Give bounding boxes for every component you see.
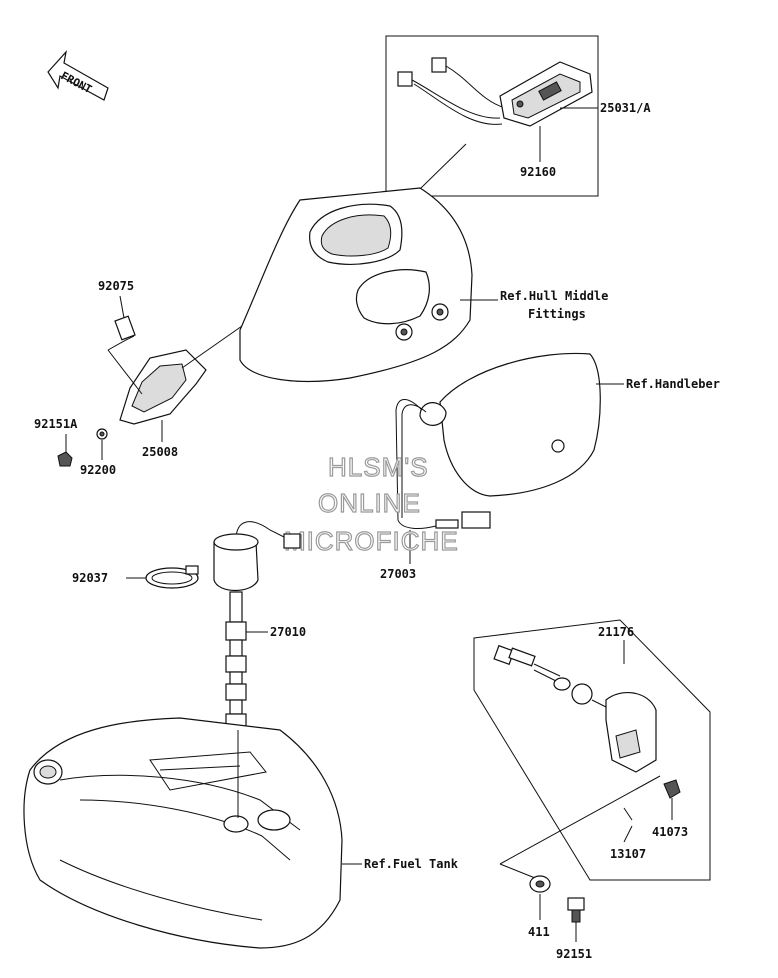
part-411: 411 bbox=[528, 925, 550, 939]
part-41073: 41073 bbox=[652, 825, 688, 839]
part-13107: 13107 bbox=[610, 847, 646, 861]
handlebar-pad: Ref.Handleber bbox=[439, 352, 720, 497]
meter-assembly: 25031/A 92160 bbox=[385, 35, 651, 197]
bolt-92151: 92151 bbox=[556, 897, 592, 961]
ref-hull-line2: Fittings bbox=[528, 307, 586, 321]
part-92160: 92160 bbox=[520, 165, 556, 179]
part-27003: 27003 bbox=[380, 567, 416, 581]
ref-handlebar: Ref.Handleber bbox=[626, 377, 720, 391]
washer-411: 411 bbox=[528, 875, 551, 939]
part-25008: 25008 bbox=[142, 445, 178, 459]
watermark: HLSM'S ONLINE MICROFICHE bbox=[283, 451, 459, 556]
part-92037: 92037 bbox=[72, 571, 108, 585]
part-92151: 92151 bbox=[556, 947, 592, 961]
part-92200: 92200 bbox=[80, 463, 116, 477]
ref-hull-line1: Ref.Hull Middle bbox=[500, 289, 608, 303]
bracket-assembly: 92075 92200 92151A 25008 bbox=[34, 279, 243, 477]
part-92151A: 92151A bbox=[34, 417, 78, 431]
front-arrow-icon: FRONT bbox=[47, 50, 109, 101]
part-21176: 21176 bbox=[598, 625, 634, 639]
part-25031: 25031/A bbox=[600, 101, 651, 115]
ref-fuel-tank: Ref.Fuel Tank bbox=[364, 857, 459, 871]
watermark-line-2: ONLINE bbox=[318, 488, 421, 518]
throttle-assembly: 21176 41073 13107 bbox=[473, 619, 711, 881]
watermark-line-1: HLSM'S bbox=[328, 452, 429, 482]
hose-clamp: 92037 bbox=[72, 565, 199, 589]
sensor-27003: 27003 bbox=[380, 399, 491, 581]
hull-middle-fittings: Ref.Hull Middle Fittings bbox=[239, 187, 608, 382]
part-27010: 27010 bbox=[270, 625, 306, 639]
part-92075: 92075 bbox=[98, 279, 134, 293]
watermark-line-3: MICROFICHE bbox=[284, 526, 459, 556]
fuel-tank: Ref.Fuel Tank bbox=[23, 717, 459, 949]
